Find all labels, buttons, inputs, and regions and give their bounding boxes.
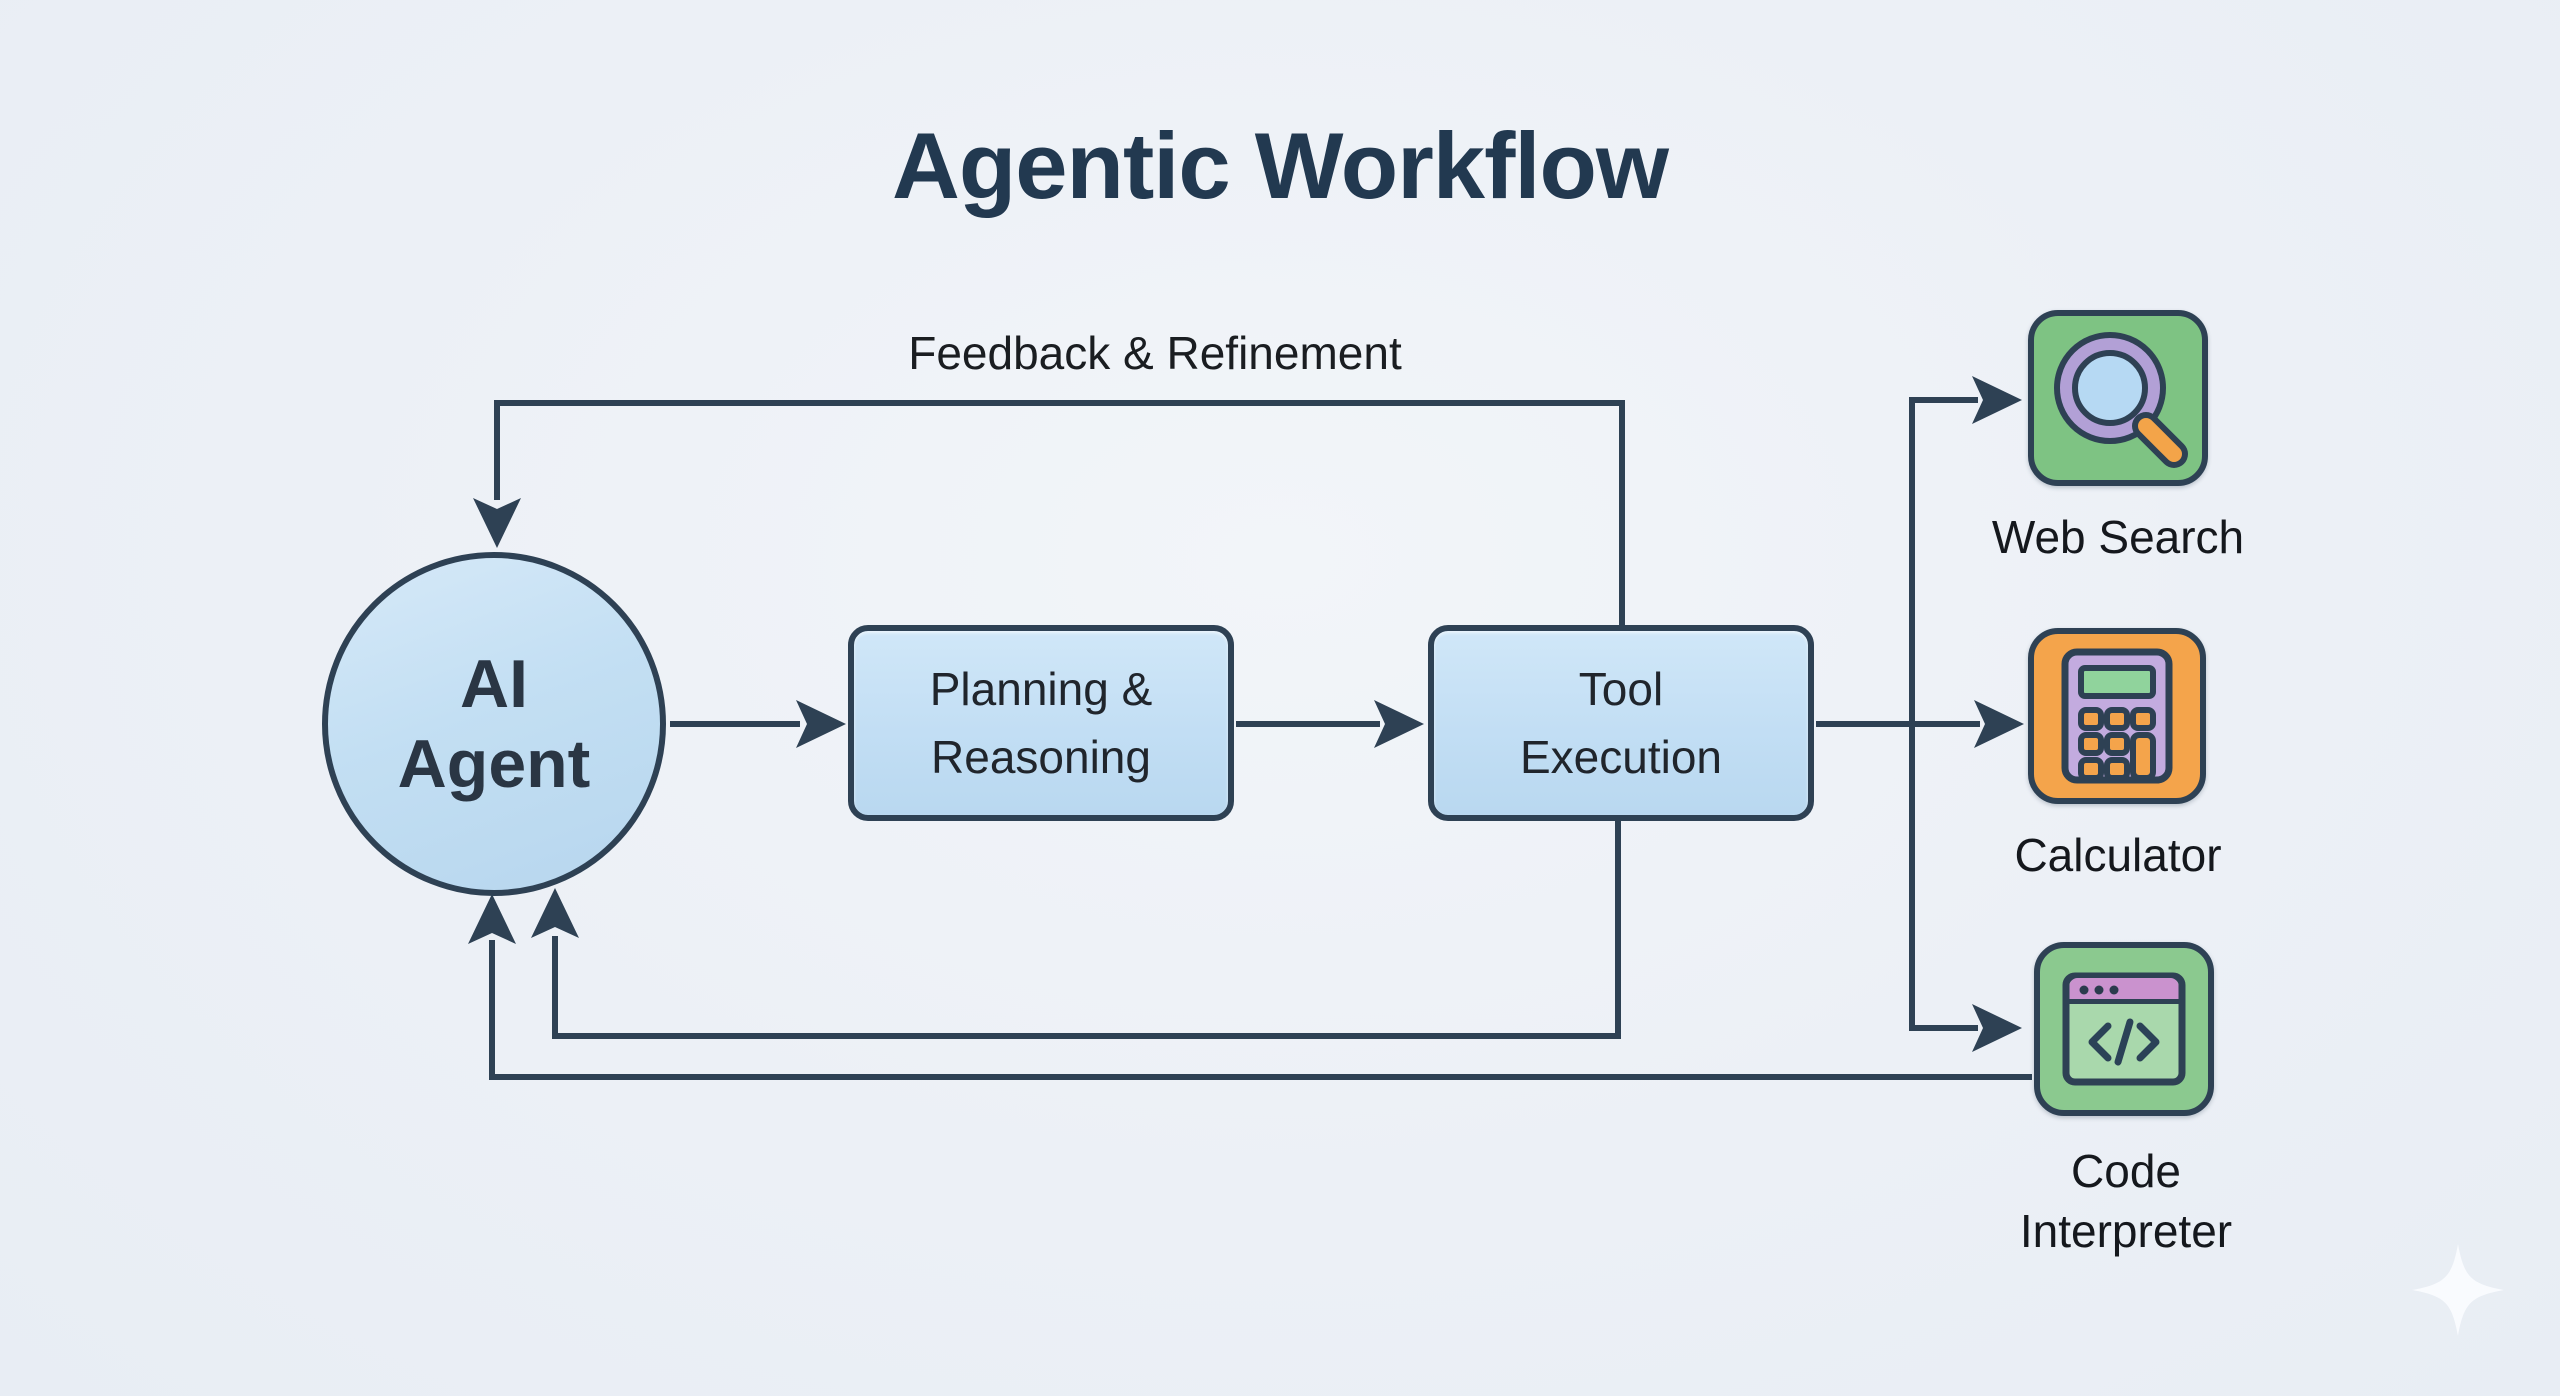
ai-agent-node: AI Agent — [322, 552, 666, 896]
code-interpreter-tile — [2034, 942, 2214, 1116]
arrowhead-feedback-into-agent-top — [473, 498, 521, 548]
arrowhead-outer-loop-into-agent — [468, 894, 516, 944]
web-search-tile — [2028, 310, 2208, 486]
arrowhead-into-code-interpreter — [1972, 1004, 2022, 1052]
calculator-label: Calculator — [2014, 829, 2222, 881]
edge-inner-bottom-loop — [552, 818, 1621, 1039]
planning-label-line2: Reasoning — [931, 731, 1151, 783]
code-interpreter-label: Code Interpreter — [2019, 1145, 2233, 1257]
sparkle-watermark-icon — [2412, 1244, 2504, 1336]
ai-agent-label-line1: AI — [460, 645, 528, 722]
calculator-tile — [2028, 628, 2206, 804]
edge-spine-to-web-search — [1909, 397, 1978, 724]
arrowhead-into-planning — [796, 700, 846, 748]
tool-execution-label-line2: Execution — [1519, 731, 1722, 783]
arrowhead-into-calculator — [1974, 700, 2024, 748]
magnifier-search-icon — [2054, 332, 2188, 468]
tool-execution-label-line1: Tool — [1578, 662, 1664, 715]
arrowhead-into-web-search — [1972, 376, 2022, 424]
planning-label-line1: Planning & — [929, 662, 1153, 715]
ai-agent-label-line2: Agent — [397, 726, 591, 802]
code-window-icon — [2062, 972, 2186, 1086]
web-search-label: Web Search — [1991, 511, 2245, 563]
edge-outer-bottom-loop — [489, 940, 2032, 1080]
page-title: Agentic Workflow — [891, 113, 1669, 218]
calculator-icon — [2061, 648, 2173, 784]
edge-spine-to-code-interpreter — [1909, 724, 1978, 1031]
edge-feedback-top-loop — [494, 400, 1625, 628]
arrowhead-inner-loop-into-agent — [531, 888, 579, 938]
feedback-refinement-label: Feedback & Refinement — [908, 327, 1402, 379]
tool-execution-node: Tool Execution — [1428, 625, 1814, 821]
planning-reasoning-node: Planning & Reasoning — [848, 625, 1234, 821]
arrowhead-into-tool-execution — [1374, 700, 1424, 748]
